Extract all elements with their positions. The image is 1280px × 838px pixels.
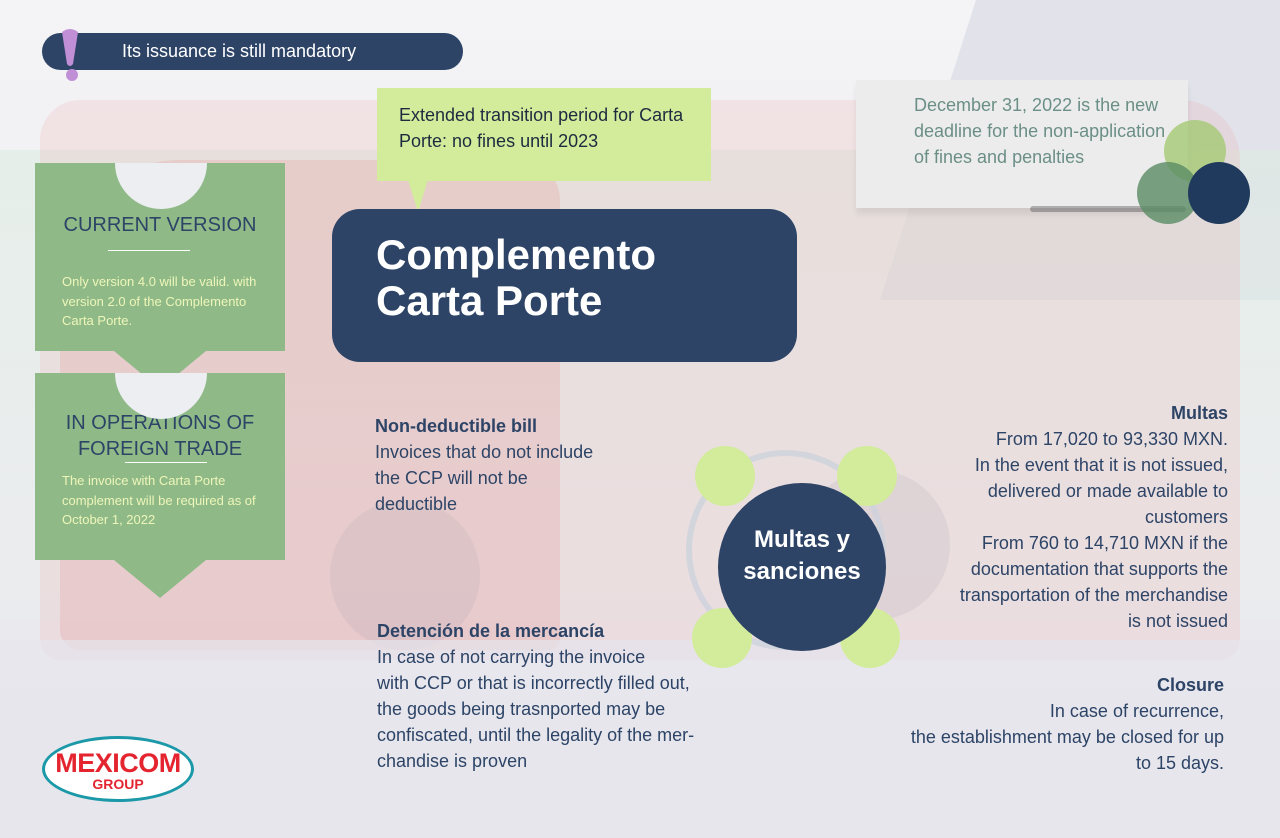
speech-text: Extended transition period for Carta Por…	[399, 105, 684, 151]
foreign-trade-title-line2: FOREIGN TRADE	[77, 438, 243, 460]
closure-line: the establishment may be closed for up	[910, 727, 1224, 747]
multas-line: customers	[1144, 507, 1228, 527]
current-version-title: CURRENT VERSION	[63, 214, 257, 236]
main-title-line2: Carta Porte	[376, 277, 603, 324]
hub-satellite	[695, 446, 755, 506]
detention-line: chandise is proven	[377, 751, 528, 771]
card-pointer	[114, 560, 206, 598]
decorative-dot	[1188, 162, 1250, 224]
multas-line: From 17,020 to 93,330 MXN.	[995, 429, 1228, 449]
closure-line: In case of recurrence,	[1049, 701, 1224, 721]
non-deductible-heading: Non-deductible bill	[375, 416, 537, 436]
deadline-note-card: December 31, 2022 is the new deadline fo…	[856, 80, 1188, 208]
multas-block: Multas From 17,020 to 93,330 MXN. In the…	[878, 400, 1228, 634]
non-deductible-line: Invoices that do not include	[375, 442, 594, 462]
card-divider	[108, 250, 190, 251]
exclamation-icon	[62, 29, 78, 81]
speech-bubble-tail	[408, 180, 428, 212]
non-deductible-block: Non-deductible bill Invoices that do not…	[375, 413, 675, 517]
mexicom-group-logo: MEXICOM GROUP	[42, 736, 194, 802]
detention-line: the goods being trasnported may be	[377, 699, 666, 719]
truck-wheel	[330, 500, 480, 650]
card-divider	[125, 462, 207, 463]
closure-line: to 15 days.	[1135, 753, 1224, 773]
non-deductible-line: the CCP will not be	[375, 468, 528, 488]
multas-line: delivered or made available to	[987, 481, 1228, 501]
hub-line2: sanciones	[743, 558, 861, 585]
foreign-trade-title-line1: IN OPERATIONS OF	[65, 412, 255, 434]
deadline-note-text: December 31, 2022 is the new deadline fo…	[914, 95, 1166, 167]
main-title-box: Complemento Carta Porte	[332, 209, 797, 362]
multas-line: transportation of the merchandise	[959, 585, 1228, 605]
detention-line: confiscated, until the legality of the m…	[377, 725, 695, 745]
road	[0, 640, 1280, 838]
main-title-line1: Complemento	[376, 231, 657, 278]
logo-main-text: MEXICOM	[55, 748, 181, 778]
transition-speech-bubble: Extended transition period for Carta Por…	[377, 88, 711, 181]
logo-sub-text: GROUP	[92, 776, 144, 792]
detention-block: Detención de la mercancía In case of not…	[377, 618, 777, 774]
multas-line: From 760 to 14,710 MXN if the	[981, 533, 1228, 553]
closure-heading: Closure	[1156, 675, 1224, 695]
current-version-text: Only version 4.0 will be valid. with ver…	[62, 274, 257, 328]
multas-line: is not issued	[1127, 611, 1228, 631]
multas-line: documentation that supports the	[970, 559, 1228, 579]
detention-line: with CCP or that is incorrectly filled o…	[377, 673, 690, 693]
detention-line: In case of not carrying the invoice	[377, 647, 646, 667]
multas-sanciones-hub: Multas y sanciones	[718, 483, 886, 651]
detention-heading: Detención de la mercancía	[377, 621, 605, 641]
hub-line1: Multas y	[753, 526, 851, 553]
closure-block: Closure In case of recurrence, the estab…	[824, 672, 1224, 776]
multas-heading: Multas	[1170, 403, 1228, 423]
non-deductible-line: deductible	[375, 494, 458, 514]
note-card-shadow	[1030, 206, 1186, 212]
multas-line: In the event that it is not issued,	[974, 455, 1228, 475]
mandatory-banner: Its issuance is still mandatory	[42, 33, 463, 70]
banner-label: Its issuance is still mandatory	[122, 41, 357, 61]
foreign-trade-text: The invoice with Carta Porte complement …	[62, 473, 256, 527]
